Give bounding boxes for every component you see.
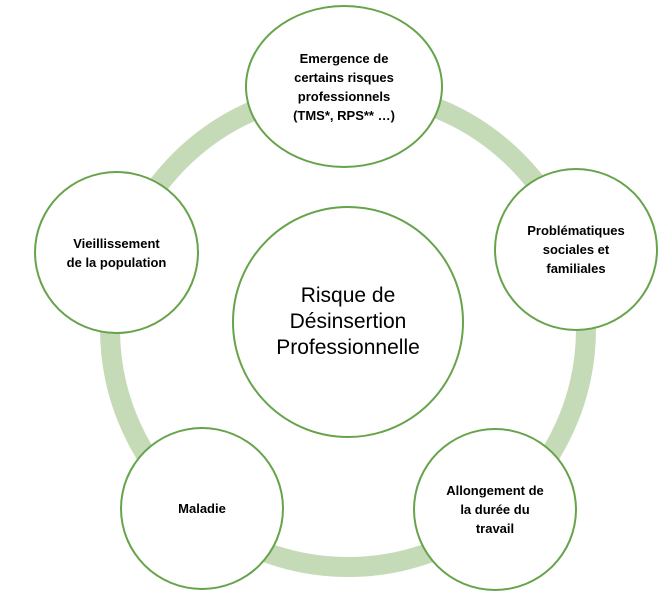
node-bottom-right-line-1: Allongement de — [446, 483, 544, 498]
center-line-1: Risque de — [300, 284, 396, 307]
node-maladie: Maladie — [120, 427, 284, 590]
node-emergence-risques-label: Emergence de certains risques profession… — [265, 49, 423, 125]
node-top-line-3: professionnels — [297, 88, 391, 104]
center-line-2: Désinsertion — [289, 310, 407, 333]
node-right-line-1: Problématiques — [527, 223, 625, 238]
node-left-line-1: Vieillissement — [73, 235, 160, 251]
node-vieillissement-population: Vieillissement de la population — [34, 171, 199, 334]
node-left-line-2: de la population — [66, 254, 167, 270]
node-allongement-travail: Allongement de la durée du travail — [413, 428, 577, 591]
node-allongement-travail-label: Allongement de la durée du travail — [418, 481, 572, 538]
center-node-risque-desinsertion: Risque de Désinsertion Professionnelle — [232, 206, 464, 438]
node-maladie-label: Maladie — [150, 499, 254, 518]
node-emergence-risques: Emergence de certains risques profession… — [245, 5, 443, 168]
node-top-line-2: certains risques — [294, 69, 394, 85]
center-line-3: Professionnelle — [276, 336, 420, 359]
node-top-line-4: (TMS*, RPS** …) — [293, 107, 395, 123]
node-vieillissement-population-label: Vieillissement de la population — [39, 234, 195, 272]
node-top-line-1: Emergence de — [299, 50, 389, 66]
node-right-line-2: sociales et — [542, 242, 610, 257]
node-right-line-3: familiales — [546, 261, 606, 276]
node-bottom-right-line-3: travail — [475, 521, 515, 536]
node-bottom-left-line-1: Maladie — [178, 501, 226, 516]
center-node-label: Risque de Désinsertion Professionnelle — [236, 283, 460, 361]
node-bottom-right-line-2: la durée du — [460, 502, 530, 517]
node-problematiques-sociales: Problématiques sociales et familiales — [494, 168, 658, 331]
node-problematiques-sociales-label: Problématiques sociales et familiales — [499, 221, 653, 278]
